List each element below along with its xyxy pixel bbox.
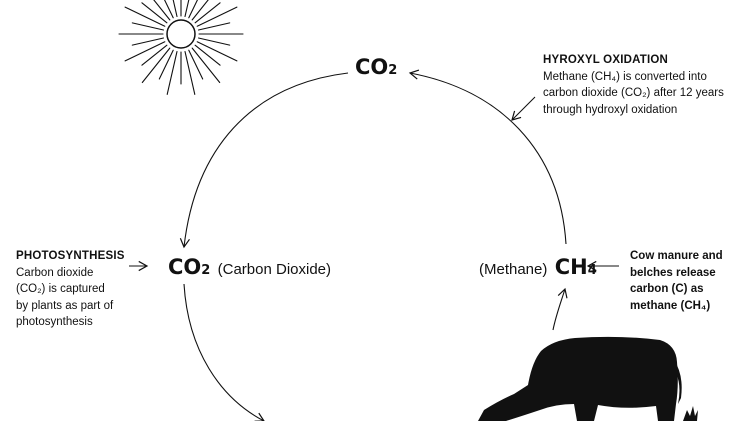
arc-co2-top-to-left <box>179 72 349 249</box>
sun-icon <box>118 0 244 95</box>
arc-ch4-to-co2-top <box>408 69 567 245</box>
sun-ray <box>197 37 231 46</box>
arrow-hydroxyl <box>511 96 536 121</box>
photosynthesis-heading: PHOTOSYNTHESIS <box>16 250 125 262</box>
sun-ray <box>188 49 204 80</box>
co2-left-subscript: 2 <box>201 263 211 278</box>
co2-top-subscript: 2 <box>388 63 398 78</box>
photosynthesis-line: (CO₂) is captured <box>16 283 105 295</box>
co2-left-base: CO <box>168 255 202 279</box>
sun-ray <box>141 47 171 84</box>
sun-ray <box>153 0 171 21</box>
sun-ray <box>131 37 165 46</box>
cow-note-line: carbon (C) as <box>630 283 704 295</box>
ch4-right-label: (Methane) CH4 <box>479 255 597 283</box>
cow-note-caption: Cow manure and belches release carbon (C… <box>630 248 723 314</box>
sun-ray <box>166 50 178 95</box>
co2-top-base: CO <box>355 55 389 79</box>
sun-ray <box>124 41 166 62</box>
sun-ray <box>184 50 196 95</box>
cow-note-line: belches release <box>630 266 716 279</box>
photosynthesis-caption: PHOTOSYNTHESIS Carbon dioxide (CO₂) is c… <box>16 248 125 331</box>
sun-ray <box>196 41 238 62</box>
arc-cow-to-ch4 <box>552 287 568 331</box>
sun-ray <box>196 6 238 27</box>
sun-ray <box>124 6 166 27</box>
sun-ray <box>191 0 209 21</box>
sun-ray <box>184 0 190 18</box>
hydroxyl-line: carbon dioxide (CO₂) after 12 years <box>543 87 724 99</box>
sun-ray <box>141 2 168 24</box>
ch4-subscript: 4 <box>587 263 597 278</box>
ch4-name: (Methane) <box>479 261 548 278</box>
cow-icon <box>478 336 698 421</box>
photosynthesis-line: photosynthesis <box>16 316 93 328</box>
hydroxyl-line: through hydroxyl oxidation <box>543 103 678 116</box>
sun-ray <box>188 0 199 19</box>
arc-left-co2-down <box>183 283 266 421</box>
sun-ray <box>141 44 168 66</box>
co2-left-name: (Carbon Dioxide) <box>217 261 332 278</box>
sun-ray <box>158 49 174 80</box>
co2-top-label: CO2 <box>355 55 397 83</box>
sun-ray <box>163 0 174 19</box>
cow-note-line: Cow manure and <box>630 250 723 262</box>
sun-ray <box>191 47 221 84</box>
cow-note-line: methane (CH₄) <box>630 299 711 312</box>
hydroxyl-line: Methane (CH₄) is converted into <box>543 70 707 83</box>
photosynthesis-line: Carbon dioxide <box>16 266 94 279</box>
photosynthesis-line: by plants as part of <box>16 299 114 312</box>
sun-ray <box>131 22 165 31</box>
sun-ray <box>197 22 231 31</box>
sun-ray <box>172 0 178 18</box>
ch4-base: CH <box>554 255 588 279</box>
sun-ray <box>194 2 221 24</box>
sun-ray <box>194 44 221 66</box>
hydroxyl-caption: HYROXYL OXIDATION Methane (CH₄) is conve… <box>543 52 724 118</box>
co2-left-label: CO2 (Carbon Dioxide) <box>168 255 331 283</box>
hydroxyl-heading: HYROXYL OXIDATION <box>543 54 669 66</box>
